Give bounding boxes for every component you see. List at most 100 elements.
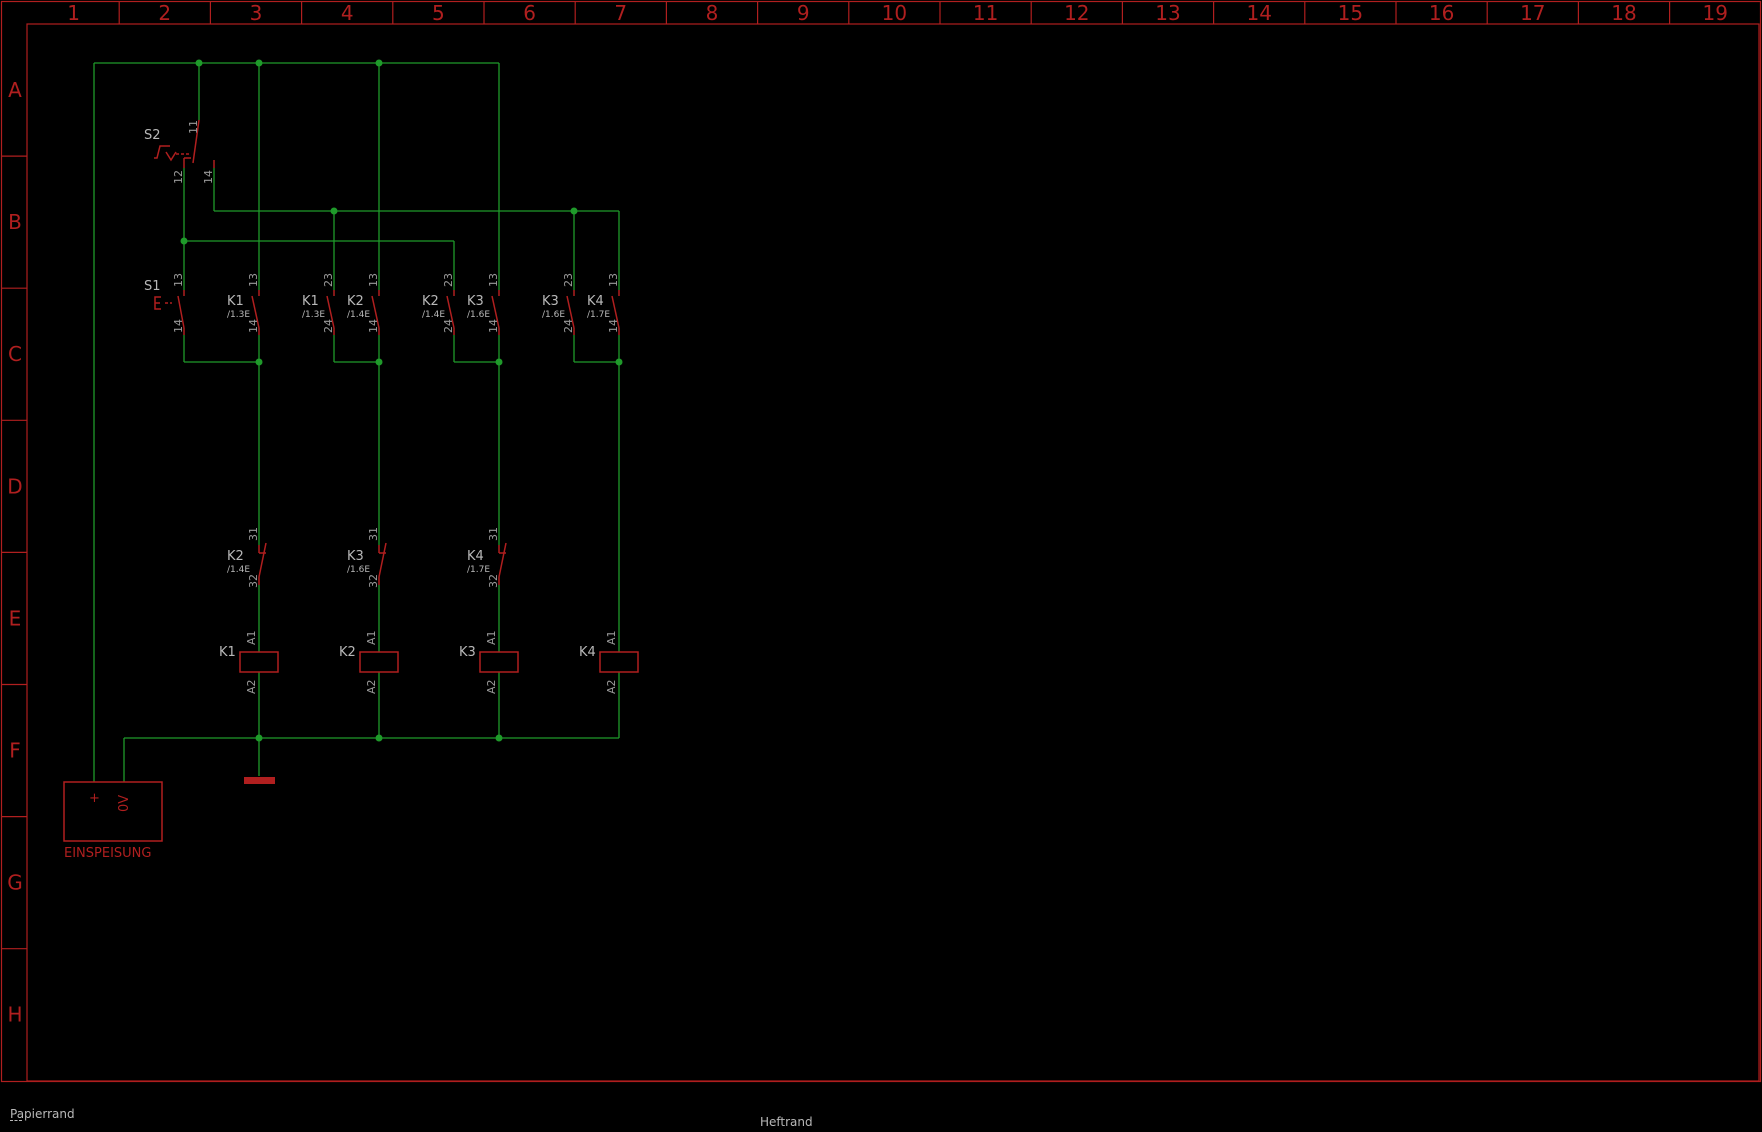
contact-ref: /1.3E: [302, 310, 325, 320]
nc-contact-k3[interactable]: K3/1.6E 31 32: [347, 527, 387, 588]
contact-pin-bottom: 14: [247, 319, 260, 333]
switch-s2[interactable]: S2 11 12 14: [144, 119, 215, 184]
contact-ref: /1.4E: [422, 310, 445, 320]
row-label: G: [7, 871, 23, 895]
contact-ref: /1.6E: [542, 310, 565, 320]
nc-pin-bottom: 32: [487, 574, 500, 588]
junction-dots: [180, 59, 623, 742]
sheet-border: [0, 0, 1762, 1083]
contact-pin-top: 23: [442, 273, 455, 287]
switch-s1[interactable]: S1 13 14: [144, 273, 185, 335]
s1-pin-13: 13: [172, 273, 185, 287]
coil-pin-a1: A1: [485, 630, 498, 645]
contact-pin-bottom: 24: [442, 319, 455, 333]
footer-heftrand: Heftrand: [760, 1115, 813, 1129]
ground-icon: [244, 777, 275, 784]
column-label: 9: [797, 1, 810, 25]
nc-contact-ref: /1.4E: [227, 565, 250, 575]
contact-pin-bottom: 24: [562, 319, 575, 333]
coil-name: K3: [459, 645, 476, 660]
contact-k2-13[interactable]: K2/1.4E 13 14: [347, 273, 380, 335]
s2-pin-11: 11: [187, 120, 200, 134]
papierrand-marker: [10, 1120, 22, 1121]
contact-pin-top: 23: [322, 273, 335, 287]
column-label: 18: [1611, 1, 1636, 25]
contact-pin-top: 13: [367, 273, 380, 287]
row-label: A: [8, 78, 22, 102]
contact-pin-top: 13: [487, 273, 500, 287]
s2-pin-12: 12: [172, 170, 185, 184]
supply-label: EINSPEISUNG: [64, 846, 151, 861]
coil-pin-a1: A1: [365, 630, 378, 645]
coil-name: K4: [579, 645, 596, 660]
contact-pin-bottom: 14: [607, 319, 620, 333]
coil-pin-a2: A2: [485, 679, 498, 694]
contact-ref: /1.6E: [467, 310, 490, 320]
s2-label: S2: [144, 128, 161, 143]
nc-contact-ref: /1.6E: [347, 565, 370, 575]
coil-name: K1: [219, 645, 236, 660]
contact-pin-top: 23: [562, 273, 575, 287]
nc-contact-k2[interactable]: K2/1.4E 31 32: [227, 527, 267, 588]
s1-label: S1: [144, 279, 161, 294]
nc-pin-bottom: 32: [367, 574, 380, 588]
nc-pin-top: 31: [247, 527, 260, 541]
coil-name: K2: [339, 645, 356, 660]
nc-contact-name: K3: [347, 549, 364, 564]
column-label: 15: [1338, 1, 1363, 25]
contact-name: K2: [347, 294, 364, 309]
row-label: C: [8, 342, 22, 366]
column-label: 4: [341, 1, 354, 25]
coil-pin-a2: A2: [365, 679, 378, 694]
row-label: D: [7, 474, 22, 498]
row-label: E: [9, 606, 22, 630]
contact-ref: /1.7E: [587, 310, 610, 320]
contact-pin-top: 13: [607, 273, 620, 287]
nc-pin-top: 31: [487, 527, 500, 541]
row-label: H: [7, 1003, 22, 1027]
column-label: 13: [1155, 1, 1180, 25]
contact-ref: /1.4E: [347, 310, 370, 320]
contact-name: K3: [467, 294, 484, 309]
column-label: 1: [67, 1, 80, 25]
s1-pin-14: 14: [172, 319, 185, 333]
power-supply[interactable]: + 0V EINSPEISUNG: [63, 781, 163, 861]
nc-pin-top: 31: [367, 527, 380, 541]
wires: [93, 62, 620, 782]
footer-papierrand: Papierrand: [10, 1107, 75, 1121]
nc-contact-name: K2: [227, 549, 244, 564]
column-label: 11: [973, 1, 998, 25]
column-label: 19: [1702, 1, 1727, 25]
contact-name: K1: [302, 294, 319, 309]
contact-name: K4: [587, 294, 604, 309]
nc-pin-bottom: 32: [247, 574, 260, 588]
supply-plus: +: [89, 791, 100, 806]
contact-pin-bottom: 14: [367, 319, 380, 333]
contact-name: K3: [542, 294, 559, 309]
contact-k3-23[interactable]: K3/1.6E 23 24: [542, 273, 575, 335]
column-label: 2: [158, 1, 171, 25]
contact-k4-13[interactable]: K4/1.7E 13 14: [587, 273, 620, 335]
row-label: F: [9, 739, 21, 763]
row-label: B: [8, 210, 22, 234]
column-label: 17: [1520, 1, 1545, 25]
column-label: 3: [250, 1, 263, 25]
column-label: 5: [432, 1, 445, 25]
nc-contact-name: K4: [467, 549, 484, 564]
coil-pin-a2: A2: [605, 679, 618, 694]
supply-zero: 0V: [117, 795, 132, 812]
s2-pin-14: 14: [202, 170, 215, 184]
contact-pin-top: 13: [247, 273, 260, 287]
